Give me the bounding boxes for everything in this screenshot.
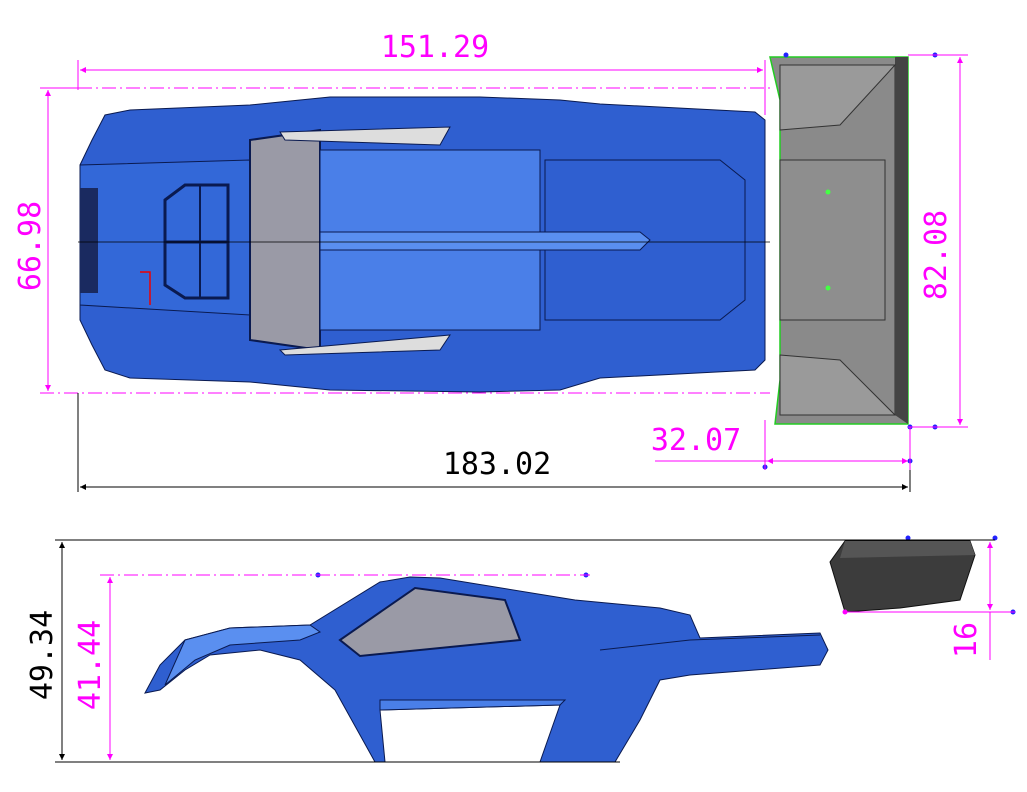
front-grille [80,188,98,293]
dim-text-body-length: 151.29 [381,30,489,65]
dim-text-body-height: 41.44 [73,620,108,710]
hood-vent [163,183,230,300]
side-window [338,586,522,658]
top-view-wing [762,52,938,470]
dimension-overall-height: 49.34 [25,539,995,763]
windshield [249,128,321,352]
origin-axis-icon [140,271,151,305]
dimension-wing-height: 16 [845,542,1015,660]
dim-text-overall-height: 49.34 [25,610,60,700]
dim-text-wing-depth: 32.07 [651,423,741,458]
dim-text-overall-length: 183.02 [443,447,551,482]
dimension-body-height: 41.44 [73,574,590,760]
side-view-wing [315,535,1016,615]
top-view-car-body [78,96,770,393]
dimension-wing-span: 82.08 [908,54,968,428]
dimension-wing-depth: 32.07 [651,420,911,470]
dimension-overall-length: 183.02 [77,393,911,492]
dimension-body-length: 151.29 [77,30,770,115]
dim-text-wing-height: 16 [949,622,984,658]
side-view-car-body [144,576,829,763]
dim-text-wing-span: 82.08 [919,210,954,300]
dim-text-body-width: 66.98 [13,201,48,291]
dimension-body-width: 66.98 [13,87,770,394]
